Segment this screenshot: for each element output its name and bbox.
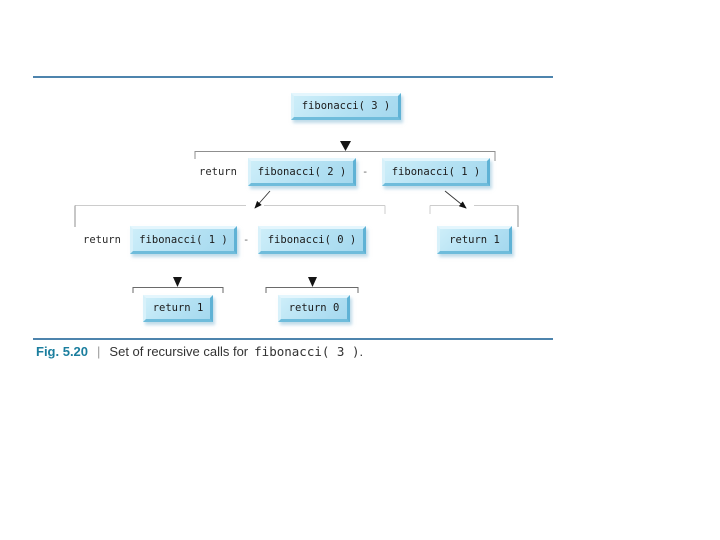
node-fibonacci-0: fibonacci( 0 ) [258, 226, 366, 254]
caption-period: . [359, 344, 364, 359]
node-return-1-right: return 1 [437, 226, 512, 254]
return-keyword-level3: return [83, 234, 121, 246]
return-keyword-level2: return [199, 166, 237, 178]
top-rule [33, 76, 553, 78]
arrow-down-icon [340, 141, 351, 151]
node-return-0-bottom: return 0 [278, 295, 350, 322]
arrow-down-return1-icon [173, 277, 182, 287]
operator-level2: - [362, 166, 369, 178]
node-fibonacci-3: fibonacci( 3 ) [291, 93, 401, 120]
caption-code: fibonacci( 3 ) [254, 344, 360, 359]
node-fibonacci-1-top: fibonacci( 1 ) [382, 158, 490, 186]
node-fibonacci-2: fibonacci( 2 ) [248, 158, 356, 186]
arrow-down-return0-icon [308, 277, 317, 287]
bottom-rule [33, 338, 553, 340]
arrow-fib2-to-level3-icon [254, 190, 271, 209]
operator-level3: - [243, 234, 250, 246]
figure-caption: Fig. 5.20 | Set of recursive calls for f… [36, 344, 363, 359]
node-fibonacci-1-left: fibonacci( 1 ) [130, 226, 237, 254]
level4-bracket-return0 [265, 287, 359, 293]
caption-separator: | [97, 344, 101, 359]
figure-number: Fig. 5.20 [36, 344, 89, 359]
caption-text: Set of recursive calls for [109, 344, 249, 359]
level4-bracket-return1 [132, 287, 224, 293]
node-return-1-bottom: return 1 [143, 295, 213, 322]
arrow-fib1-to-return1-icon [444, 190, 467, 209]
